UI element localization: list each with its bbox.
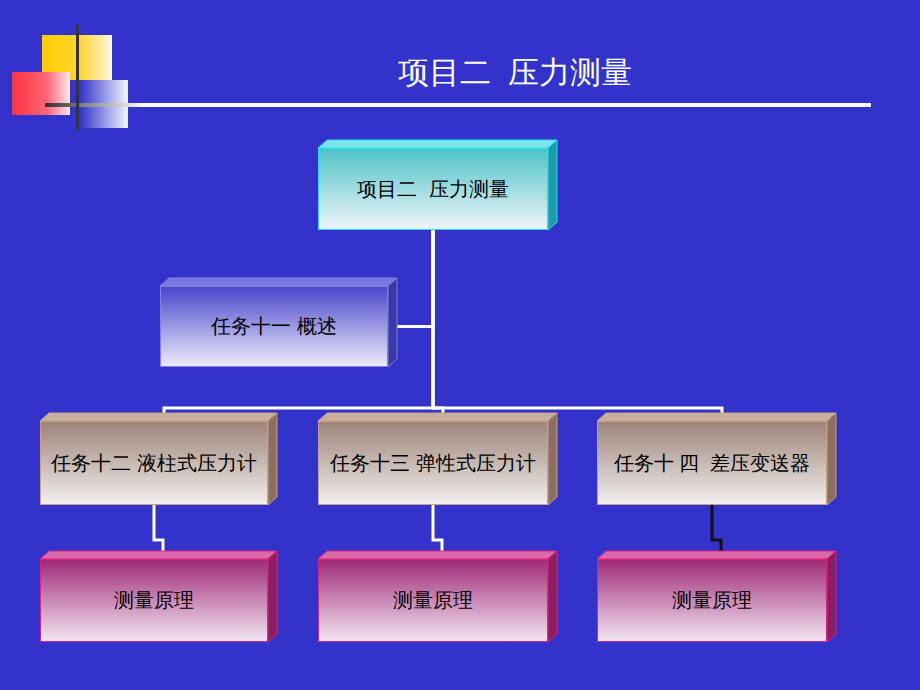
slide-title: 项目二 压力测量 [320, 52, 710, 94]
deco-square [12, 72, 70, 115]
node-label: 测量原理 [672, 587, 752, 614]
tree-connector [712, 505, 721, 551]
node-label: 任务十三 弹性式压力计 [330, 450, 536, 477]
task-box: 任务十三 弹性式压力计 [318, 421, 548, 505]
node-label: 任务十一 概述 [211, 313, 337, 340]
task-box: 测量原理 [597, 559, 827, 642]
node-label: 测量原理 [114, 587, 194, 614]
task-box: 任务十一 概述 [160, 286, 388, 367]
node-label: 任务十二 液柱式压力计 [51, 450, 257, 477]
tree-connector [154, 505, 163, 551]
deco-line [76, 25, 79, 130]
task-box: 任务十二 液柱式压力计 [40, 421, 268, 505]
node-label: 测量原理 [393, 587, 473, 614]
task-box: 测量原理 [40, 559, 268, 642]
task-box: 任务十 四 差压变送器 [597, 421, 827, 505]
title-rule [45, 103, 871, 107]
node-label: 项目二 压力测量 [357, 176, 508, 203]
task-box: 测量原理 [318, 559, 548, 642]
tree-connector [397, 230, 433, 327]
task-box: 项目二 压力测量 [318, 148, 548, 230]
tree-connector [433, 505, 442, 551]
node-label: 任务十 四 差压变送器 [614, 450, 811, 477]
tree-connector [433, 230, 722, 413]
